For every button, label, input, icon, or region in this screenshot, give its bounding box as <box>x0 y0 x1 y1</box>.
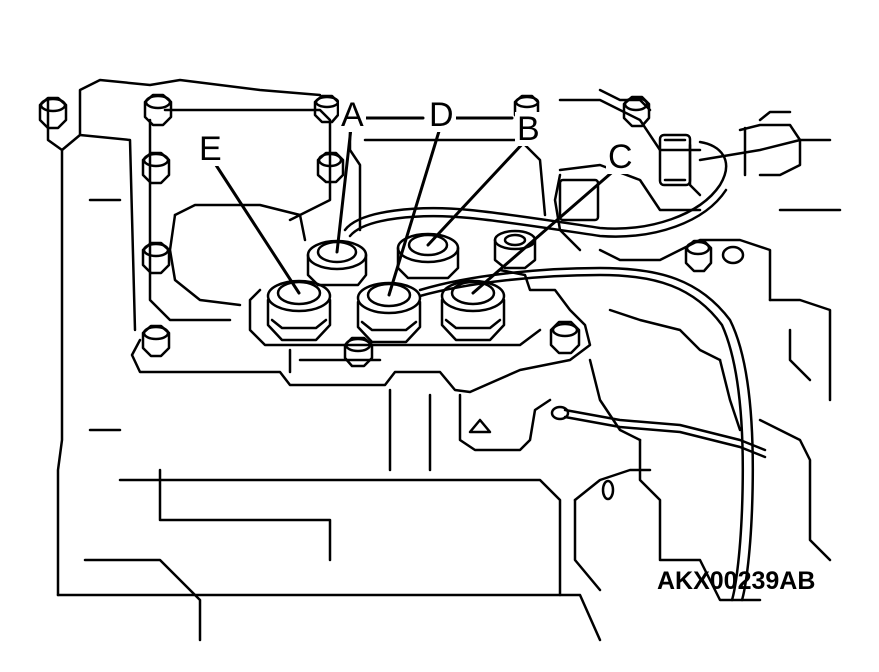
callout-label-a: A <box>339 96 366 134</box>
solenoid-valve-d <box>356 281 422 344</box>
mounting-bracket <box>458 393 552 452</box>
wiring-harness <box>343 110 802 602</box>
callout-label-e: E <box>197 130 224 168</box>
upper-valve-body <box>148 88 842 402</box>
callout-label-c: C <box>606 138 635 176</box>
bolts <box>38 93 745 368</box>
wire-connector <box>558 133 692 222</box>
valve-body-plate <box>130 268 592 394</box>
callout-label-d: D <box>427 96 456 134</box>
transmission-case-outline <box>46 78 602 642</box>
callout-label-b: B <box>515 110 542 148</box>
leader-lines <box>212 116 619 297</box>
right-side-casing <box>573 308 832 602</box>
figure-code: AKX00239AB <box>657 567 816 595</box>
solenoid-valve-e <box>266 279 332 342</box>
solenoid-valve-c <box>440 279 506 342</box>
